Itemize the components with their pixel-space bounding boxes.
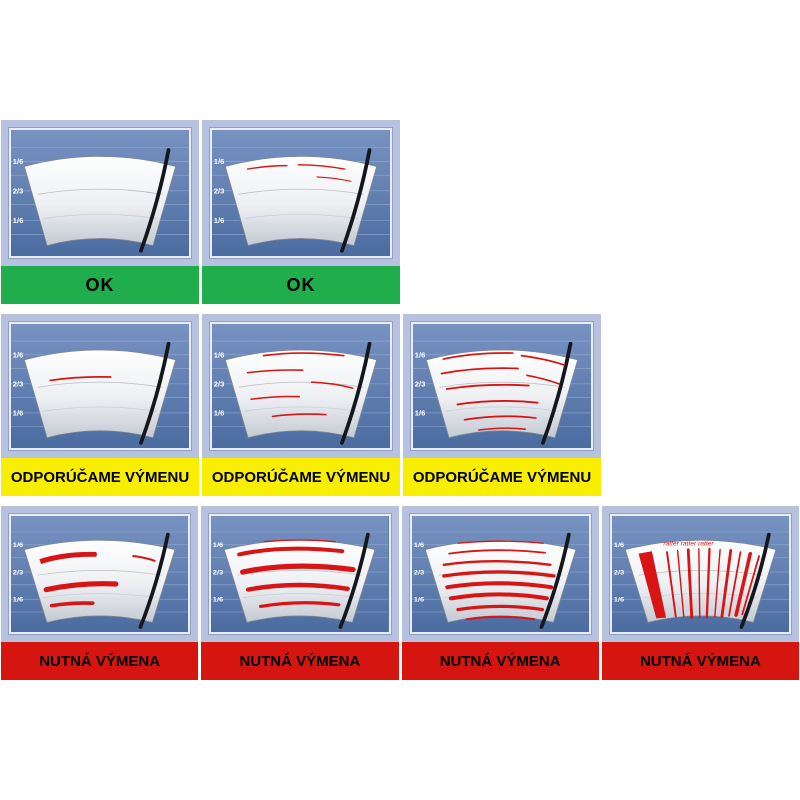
status-label: NUTNÁ VÝMENA <box>239 652 361 670</box>
red-streaks: ratter ratter ratter <box>638 541 760 619</box>
status-band-replace: NUTNÁ VÝMENA <box>201 642 399 680</box>
windshield-panel <box>9 128 191 258</box>
wipe-pattern-dense-streaks-graphic <box>411 516 589 632</box>
status-band-replace: NUTNÁ VÝMENA <box>1 642 199 680</box>
wipe-pattern-many-streaks-graphic <box>413 324 591 448</box>
status-band-warning: ODPORÚČAME VÝMENU <box>1 458 199 496</box>
wipe-pattern-single-streak-graphic <box>11 324 189 448</box>
wiper-test-cell <box>202 120 400 266</box>
status-label: NUTNÁ VÝMENA <box>39 652 161 670</box>
windshield-panel <box>210 128 392 258</box>
status-label: OK <box>85 274 115 295</box>
judder-annotation-text: ratter ratter ratter <box>663 541 714 548</box>
red-streaks <box>440 352 566 431</box>
red-streaks <box>246 164 352 182</box>
red-streaks <box>237 539 356 608</box>
red-streaks <box>49 376 112 382</box>
windshield-panel <box>9 322 191 450</box>
row-recommend-replacement: ODPORÚČAME VÝMENU <box>1 314 601 496</box>
wiper-test-cell <box>401 506 599 642</box>
status-band-warning: ODPORÚČAME VÝMENU <box>403 458 601 496</box>
wiper-test-cell <box>1 314 199 458</box>
result-column: ODPORÚČAME VÝMENU <box>403 314 601 496</box>
status-band-replace: NUTNÁ VÝMENA <box>601 642 799 680</box>
wipe-pattern-several-streaks-graphic <box>212 324 390 448</box>
red-streaks <box>39 551 156 608</box>
result-column: OK <box>202 120 400 304</box>
status-band-warning: ODPORÚČAME VÝMENU <box>202 458 400 496</box>
status-band-replace: NUTNÁ VÝMENA <box>401 642 599 680</box>
windshield-panel <box>9 514 191 634</box>
windshield-panel <box>409 514 591 634</box>
status-band-ok: OK <box>202 266 400 304</box>
wiper-test-cell <box>1 506 199 642</box>
status-band-ok: OK <box>1 266 199 304</box>
windshield-panel <box>411 322 593 450</box>
wiper-test-cell: ratter ratter ratter <box>601 506 799 642</box>
wiper-test-cell <box>403 314 601 458</box>
status-label: NUTNÁ VÝMENA <box>439 652 561 670</box>
wipe-pattern-faint-streaks-graphic <box>212 130 390 256</box>
wipe-pattern-judder-stripes-graphic: ratter ratter ratter <box>611 516 789 632</box>
wipe-pattern-heavy-smears-graphic <box>211 516 389 632</box>
wiper-test-cell <box>1 120 199 266</box>
result-column: ODPORÚČAME VÝMENU <box>202 314 400 496</box>
status-label: ODPORÚČAME VÝMENU <box>412 468 592 486</box>
windshield-panel <box>210 322 392 450</box>
result-column: ratter ratter ratter NUTNÁ VÝMENA <box>601 506 799 680</box>
status-label: OK <box>286 274 316 295</box>
windshield-panel <box>209 514 391 634</box>
wipe-pattern-clean-graphic <box>11 130 189 256</box>
result-column: NUTNÁ VÝMENA <box>201 506 399 680</box>
result-column: ODPORÚČAME VÝMENU <box>1 314 199 496</box>
row-ok: OK OK <box>1 120 400 304</box>
status-label: ODPORÚČAME VÝMENU <box>211 468 391 486</box>
windshield-panel: ratter ratter ratter <box>609 514 791 634</box>
status-label: ODPORÚČAME VÝMENU <box>10 468 190 486</box>
result-column: NUTNÁ VÝMENA <box>1 506 199 680</box>
row-replacement-necessary: NUTNÁ VÝMENA <box>1 506 799 680</box>
red-streaks <box>246 352 354 418</box>
wiper-test-cell <box>201 506 399 642</box>
result-column: NUTNÁ VÝMENA <box>401 506 599 680</box>
wiper-test-cell <box>202 314 400 458</box>
status-label: NUTNÁ VÝMENA <box>639 652 761 670</box>
result-column: OK <box>1 120 199 304</box>
wipe-pattern-thick-smears-graphic <box>11 516 189 632</box>
red-streaks <box>441 540 556 621</box>
